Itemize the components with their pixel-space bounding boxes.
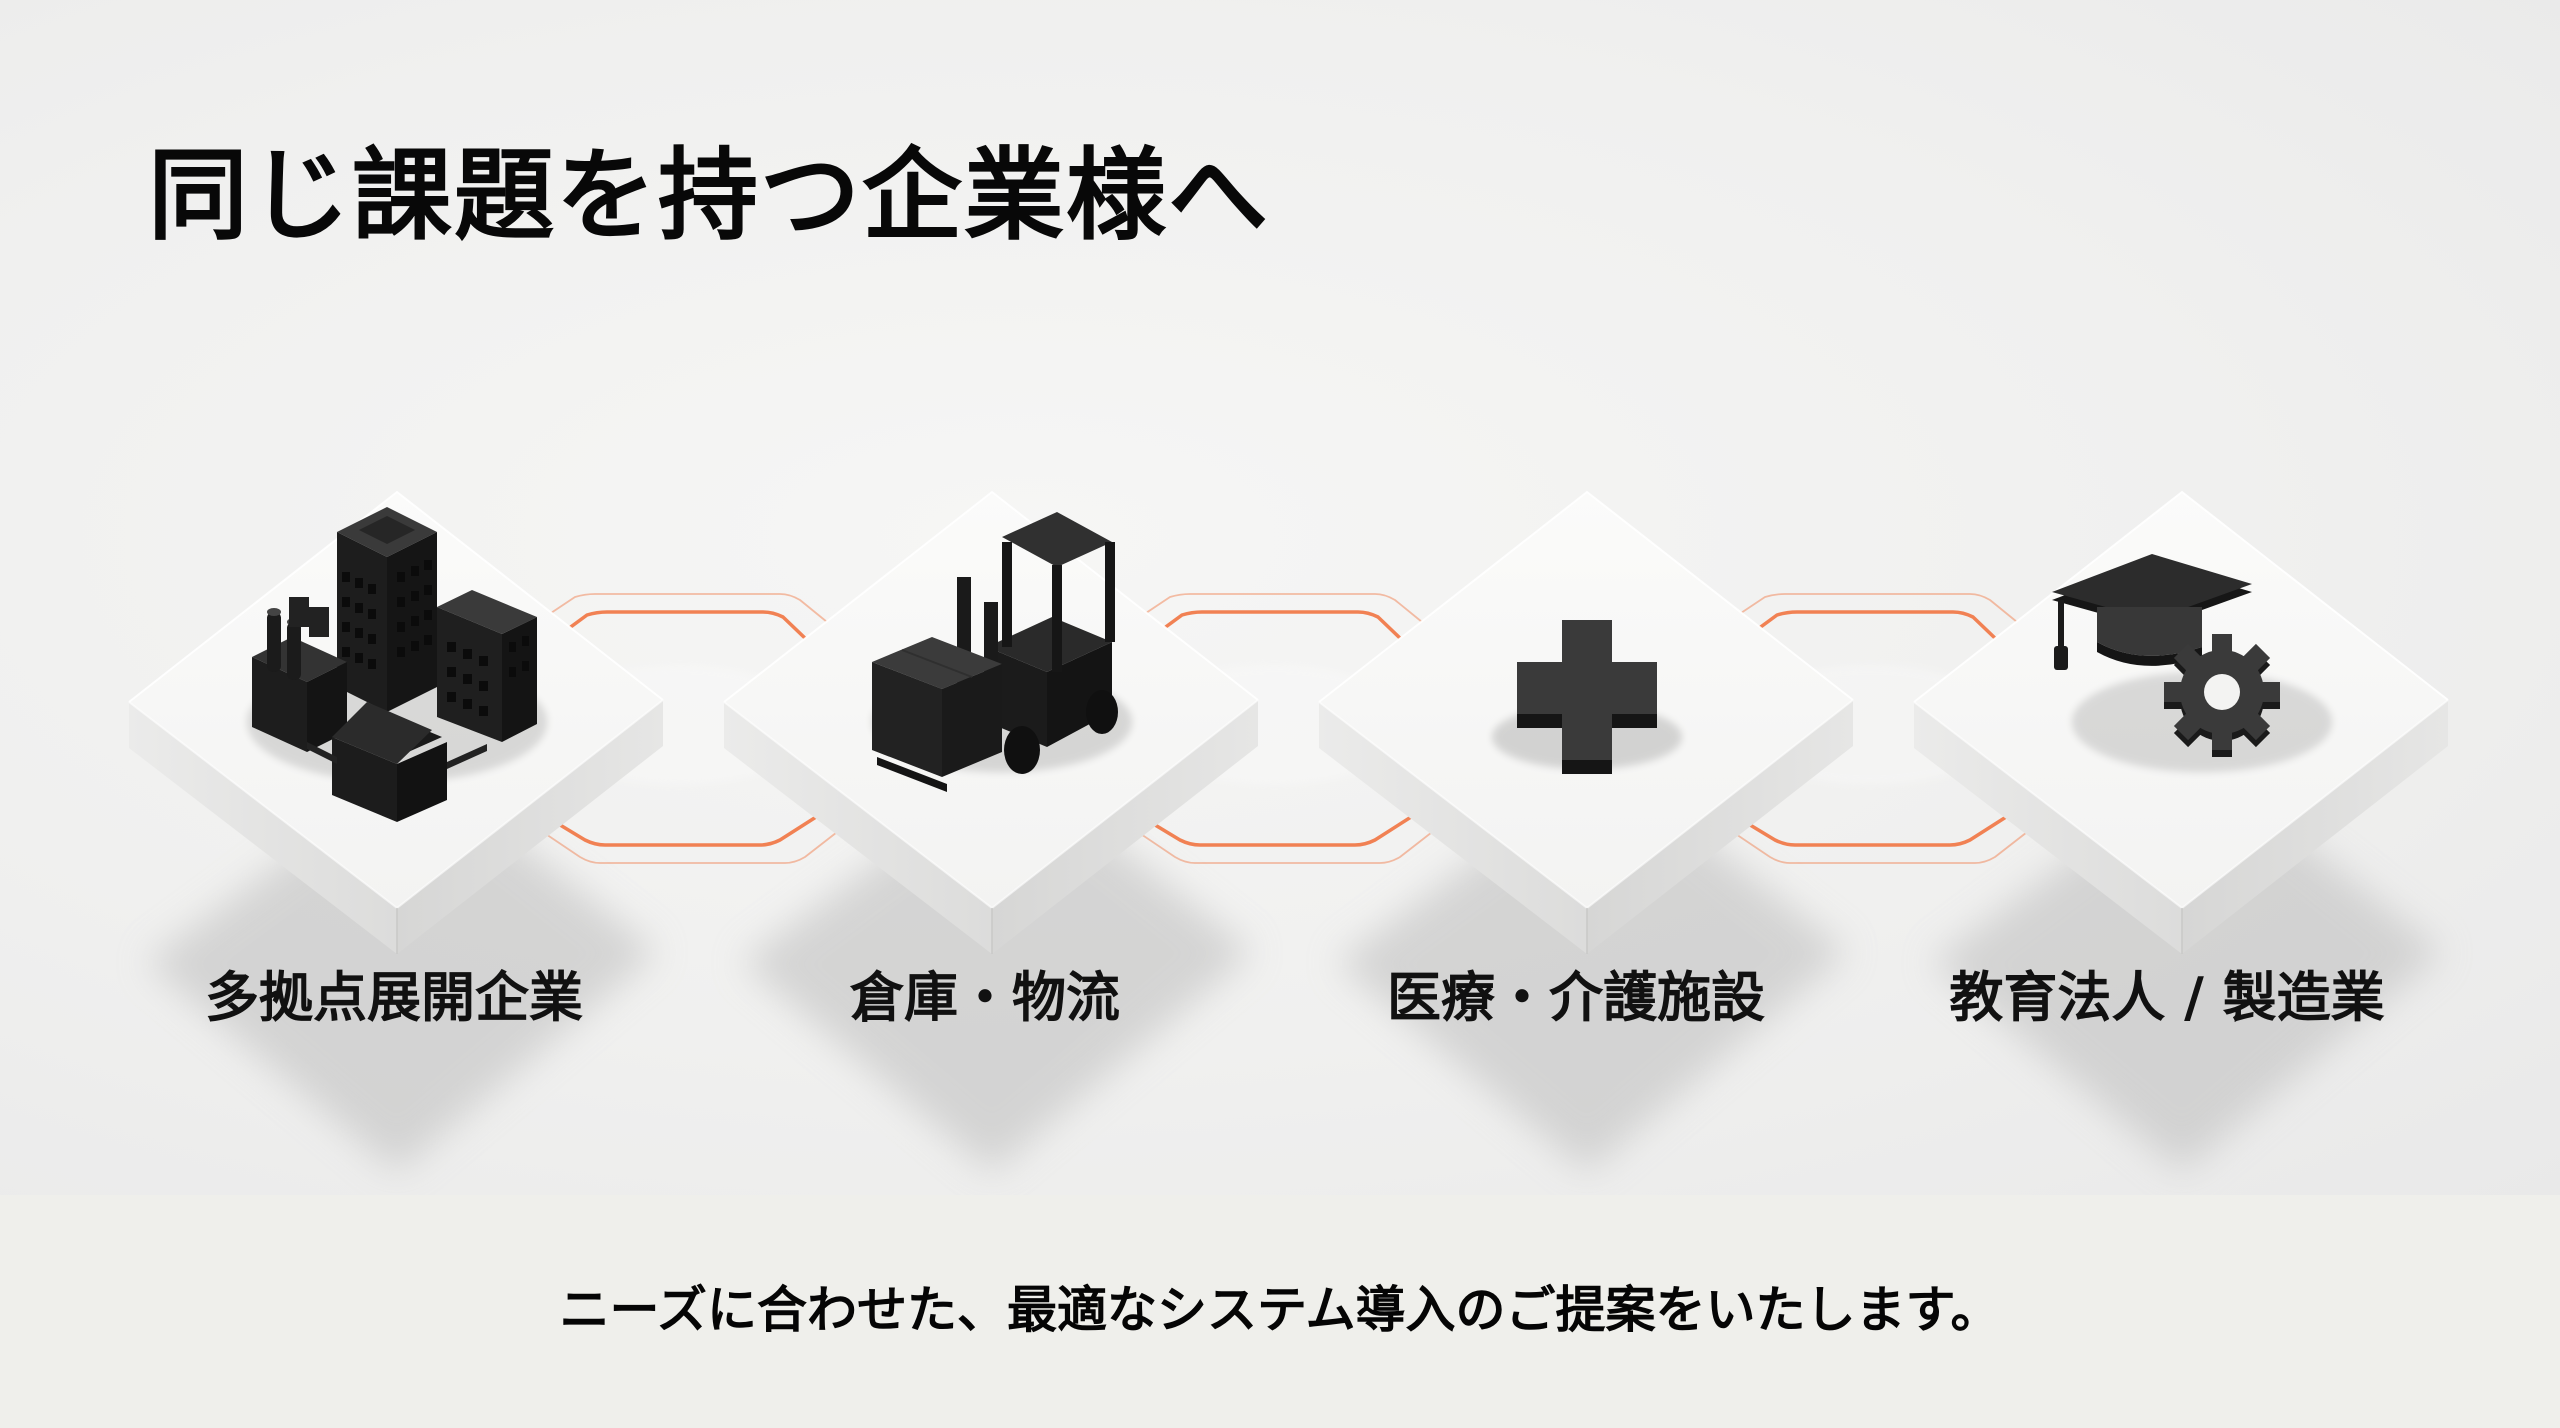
segment-label-multi-site: 多拠点展開企業: [205, 966, 583, 1029]
slide-title: 同じ課題を持つ企業様へ: [148, 137, 1270, 254]
segment-label-medical-care: 医療・介護施設: [1387, 966, 1765, 1029]
medical-cross-icon: [1492, 620, 1682, 774]
tile-education-manufacturing: [1914, 492, 2448, 1172]
footer-message: ニーズに合わせた、最適なシステム導入のご提案をいたします。: [559, 1281, 2001, 1339]
isometric-scene: [0, 0, 2560, 1195]
tile-multi-site: [129, 492, 663, 1172]
segment-label-warehouse-logistics: 倉庫・物流: [850, 966, 1120, 1029]
footer-band: [0, 1195, 2560, 1428]
tile-medical-care: [1319, 492, 1853, 1172]
city-buildings-icon: [247, 507, 547, 822]
segment-label-education-manufacturing: 教育法人 / 製造業: [1949, 966, 2385, 1029]
graduation-cap-gear-icon: [2052, 554, 2332, 772]
forklift-icon: [872, 512, 1132, 792]
tile-warehouse-logistics: [724, 492, 1258, 1172]
